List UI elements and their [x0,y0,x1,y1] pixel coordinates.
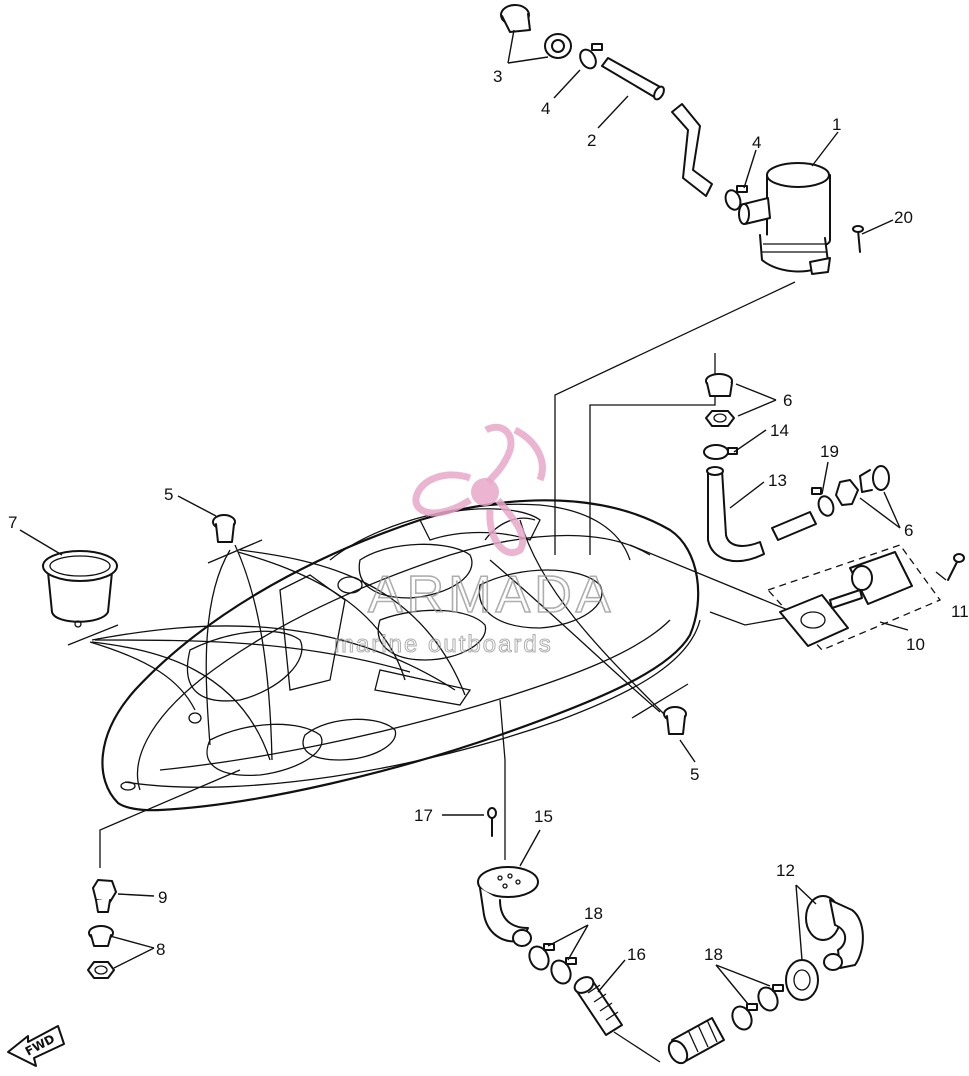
armada-watermark: ARMADA marine outboards [334,423,614,659]
label-13: 13 [768,471,787,490]
hose-clamp-left-pair [528,943,577,985]
bilge-pump [738,162,831,275]
strainer-screw [947,553,965,581]
forward-direction-marker: FWD [7,1025,65,1067]
pump-screw [852,225,864,253]
label-16: 16 [627,945,646,964]
label-4-upper: 4 [541,99,550,118]
label-6-upper: 6 [783,391,792,410]
hull-routing-lines [67,281,803,868]
label-14: 14 [770,421,789,440]
watermark-brand: ARMADA [368,566,614,624]
label-4-pump: 4 [752,133,761,152]
drain-plug-right [663,706,687,735]
label-1: 1 [832,115,841,134]
drain-fitting-lower [87,925,115,979]
propeller-logo-icon [412,423,546,556]
label-3: 3 [493,67,502,86]
watermark-tagline: marine outboards [334,631,553,658]
label-19: 19 [820,442,839,461]
drain-plug-left [212,514,236,543]
hose-upper [601,57,713,197]
arrow-left-icon [7,1025,65,1067]
outlet-fitting [500,4,572,59]
hull-deck [101,499,701,812]
label-8: 8 [156,940,165,959]
leader-lines [19,29,947,1005]
hose-clamp-right-pair [731,984,784,1031]
hose-clamp-right [811,487,835,517]
fitting-upper [705,373,735,427]
hose-clamp-pump [724,185,748,211]
label-5-left: 5 [164,485,173,504]
corrugated-hose [573,976,725,1065]
label-7: 7 [8,513,17,532]
label-6-right: 6 [904,521,913,540]
drain-plug-lower [92,879,117,913]
outlet-elbow [785,895,864,1001]
bilge-strainer [477,866,539,947]
strainer-assembly [766,544,942,651]
label-20: 20 [894,208,913,227]
housing-screw [487,807,497,837]
label-17: 17 [414,806,433,825]
label-10: 10 [906,635,925,654]
label-15: 15 [534,807,553,826]
label-9: 9 [158,888,167,907]
hose-clamp-upper [579,43,603,70]
label-2: 2 [587,131,596,150]
label-18-left: 18 [584,904,603,923]
cup-holder [42,550,118,628]
hose-clamp-mid [703,444,738,460]
label-18-right: 18 [704,945,723,964]
label-11: 11 [951,602,969,621]
fitting-right [835,465,890,506]
label-12: 12 [776,861,795,880]
label-5-right: 5 [690,765,699,784]
reference-numbers: 1 2 3 4 4 5 5 6 6 7 8 9 10 11 12 13 14 1… [8,67,969,964]
suction-hose [706,466,817,563]
